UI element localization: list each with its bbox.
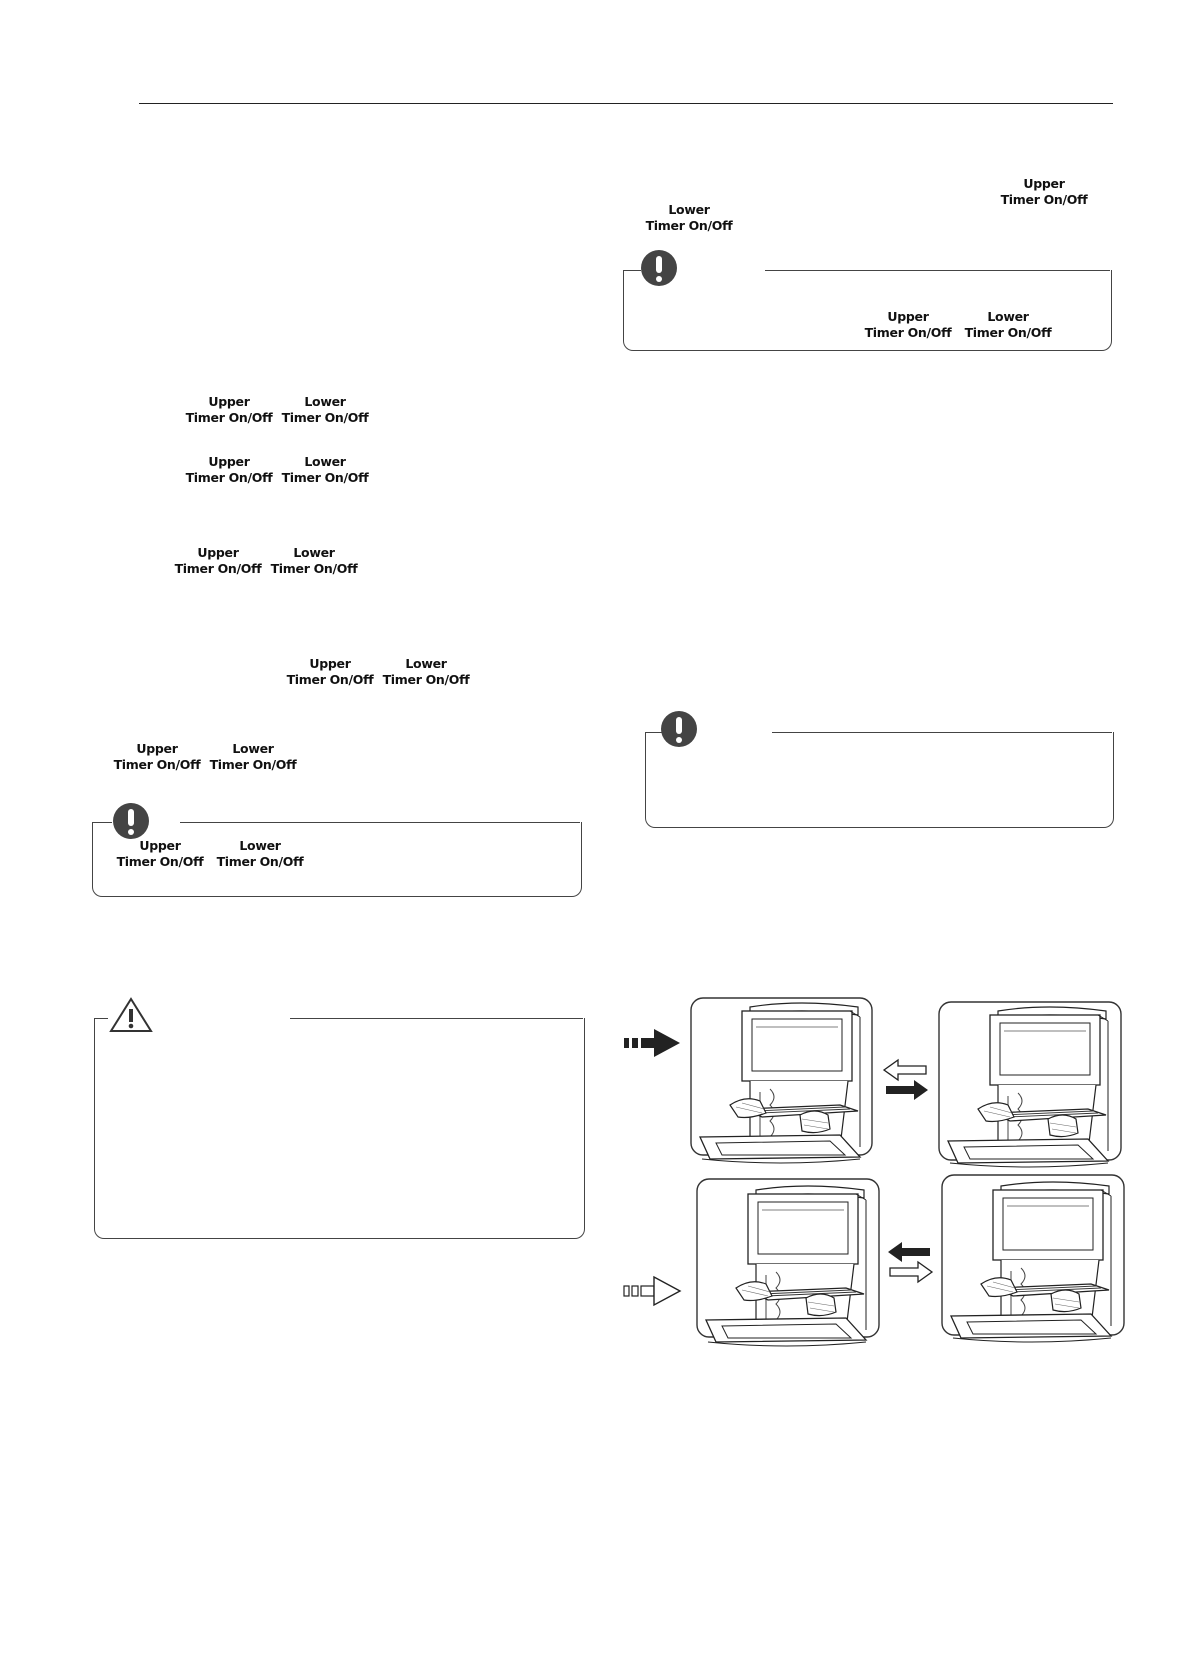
left-outline-arrow-icon bbox=[882, 1058, 927, 1082]
note-box-top-left bbox=[645, 732, 663, 733]
caution-triangle-icon bbox=[108, 996, 154, 1034]
note-exclamation-icon bbox=[113, 803, 149, 839]
note-exclamation-icon bbox=[641, 250, 677, 286]
note-exclamation-icon bbox=[661, 711, 697, 747]
note-box-top-left bbox=[623, 270, 641, 271]
dashed-outline-arrow-icon bbox=[623, 1275, 682, 1307]
right-outline-arrow-icon bbox=[889, 1260, 934, 1284]
caution-box bbox=[94, 1018, 585, 1239]
right-solid-arrow-icon bbox=[886, 1080, 928, 1100]
header-rule bbox=[139, 103, 1113, 104]
note-box-top-left bbox=[92, 822, 112, 823]
caution-box-top-border bbox=[290, 1018, 583, 1019]
note-box bbox=[623, 270, 1112, 351]
left-solid-arrow-icon bbox=[888, 1242, 930, 1262]
dashed-solid-arrow-icon bbox=[624, 1029, 680, 1057]
note-box bbox=[645, 732, 1114, 828]
note-box bbox=[92, 822, 582, 897]
caution-box-top-left bbox=[94, 1018, 108, 1019]
note-box-top-border bbox=[180, 822, 580, 823]
note-box-top-border bbox=[765, 270, 1110, 271]
note-box-top-border bbox=[772, 732, 1112, 733]
